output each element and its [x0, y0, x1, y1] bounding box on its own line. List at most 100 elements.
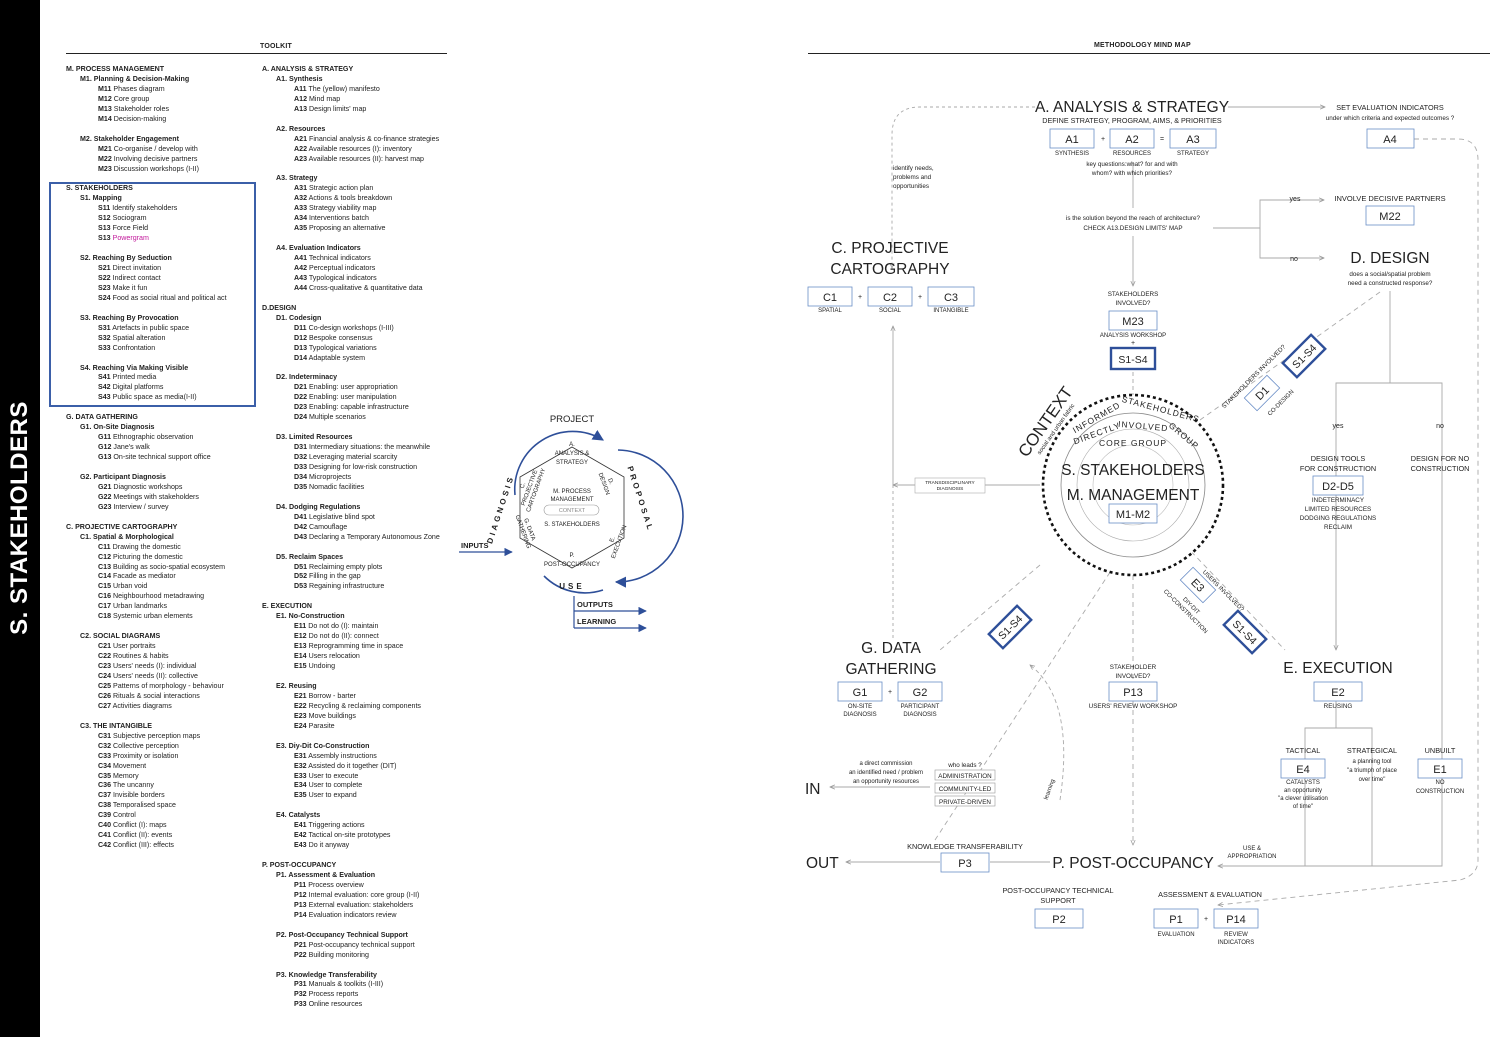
diagnosis-arc [513, 429, 604, 496]
toolkit-item: D21 Enabling: user appropriation [262, 383, 440, 393]
toolkit-item-code: C17 [98, 602, 112, 611]
box-a1[interactable] [1049, 128, 1095, 149]
toolkit-item-code: C42 [98, 841, 112, 850]
toolkit-subsection-heading: E2. Reusing [276, 681, 317, 690]
toolkit-item-code: E31 [294, 751, 307, 760]
toolkit-item-label: Triggering actions [308, 821, 365, 830]
toolkit-subsection-heading: P3. Knowledge Transferability [276, 970, 377, 979]
box-e2[interactable] [1313, 681, 1363, 702]
box-e3[interactable] [1179, 566, 1217, 604]
option-administration[interactable] [934, 769, 996, 781]
toolkit-item-label: Assisted do it together (DIT) [308, 761, 397, 770]
box-m23[interactable] [1108, 310, 1158, 331]
option-private[interactable] [934, 795, 996, 807]
box-a3-caption: STRATEGY [1177, 151, 1209, 157]
box-p1[interactable] [1153, 908, 1199, 929]
box-a1-caption: SYNTHESIS [1055, 151, 1089, 157]
toolkit-item-code: P33 [294, 1000, 307, 1009]
box-m22[interactable] [1365, 205, 1415, 226]
toolkit-item-code: G23 [98, 502, 112, 511]
toolkit-item-code: C35 [98, 771, 112, 780]
box-p3[interactable] [940, 852, 990, 873]
toolkit-item: C33 Proximity or isolation [66, 752, 227, 762]
project-hexagon [519, 446, 625, 569]
toolkit-item: C37 Invisible borders [66, 791, 227, 801]
box-g-s1s4[interactable] [987, 604, 1033, 650]
box-a2[interactable] [1109, 128, 1155, 149]
box-c1[interactable] [807, 286, 853, 307]
box-e3-s1s4[interactable] [1222, 609, 1268, 655]
box-m23-s1s4[interactable] [1109, 346, 1157, 371]
box-c2[interactable] [867, 286, 913, 307]
box-p13[interactable] [1108, 681, 1158, 702]
box-g1-caption-2: DIAGNOSIS [843, 712, 876, 718]
strategical-l2: "a triumph of place [1347, 768, 1397, 774]
box-p14-caption-1: REVIEW [1224, 932, 1248, 938]
toolkit-item-label: Facade as mediator [113, 572, 176, 581]
toolkit-item: E43 Do it anyway [262, 841, 440, 851]
toolkit-item: E31 Assembly instructions [262, 752, 440, 762]
box-a3[interactable] [1169, 128, 1217, 149]
toolkit-item: D52 Filling in the gap [262, 572, 440, 582]
toolkit-item-label: Rituals & social interactions [113, 691, 200, 700]
box-c3[interactable] [927, 286, 975, 307]
box-d1[interactable] [1243, 374, 1281, 412]
toolkit-subsection-heading: M1. Planning & Decision-Making [80, 74, 190, 83]
toolkit-item: D11 Co-design workshops (I-III) [262, 324, 440, 334]
box-a2-caption: RESOURCES [1113, 151, 1151, 157]
toolkit-item-code: E43 [294, 841, 307, 850]
toolkit-item-label: Strategic action plan [309, 184, 374, 193]
toolkit-item: P14 Evaluation indicators review [262, 911, 440, 921]
box-e1-label: E1 [1433, 764, 1446, 776]
toolkit-subsection-heading: C1. Spatial & Morphological [80, 532, 174, 541]
box-a4[interactable] [1366, 128, 1415, 149]
project-title: PROJECT [550, 414, 595, 425]
toolkit-item: C21 User portraits [66, 642, 227, 652]
node-a-title: A. ANALYSIS & STRATEGY [1035, 99, 1229, 116]
toolkit-item: M21 Co-organise / develop with [66, 145, 227, 155]
box-m1m2[interactable] [1108, 503, 1158, 524]
box-e1[interactable] [1417, 758, 1463, 779]
toolkit-subsection-heading: S1. Mapping [80, 194, 122, 203]
toolkit-item: A44 Cross-qualitative & quantitative dat… [262, 284, 440, 294]
learning-label: LEARNING [577, 617, 616, 626]
toolkit-item: C17 Urban landmarks [66, 602, 227, 612]
toolkit-item: C38 Temporalised space [66, 801, 227, 811]
box-m23-label: M23 [1122, 316, 1143, 328]
toolkit-item-label: Assembly instructions [308, 751, 377, 760]
toolkit-item-code: E41 [294, 821, 307, 830]
box-g2[interactable] [897, 681, 943, 702]
toolkit-item-code: S23 [98, 283, 111, 292]
center-stakeholders: S. STAKEHOLDERS [1061, 462, 1205, 479]
toolkit-item-code: S32 [98, 333, 111, 342]
toolkit-item-label: Technical indicators [308, 254, 371, 263]
toolkit-subsection-heading: S3. Reaching By Provocation [80, 313, 179, 322]
box-d1-s1s4[interactable] [1281, 333, 1327, 379]
option-community[interactable] [934, 782, 996, 794]
toolkit-item-label: Filling in the gap [309, 572, 361, 581]
toolkit-item: C11 Drawing the domestic [66, 543, 227, 553]
box-e2-caption: REUSING [1324, 703, 1353, 710]
toolkit-item-code: G11 [98, 433, 112, 442]
box-e4[interactable] [1280, 758, 1326, 779]
toolkit-item-label: Identify stakeholders [112, 204, 178, 213]
toolkit-item-code: E32 [294, 761, 307, 770]
toolkit-item: A42 Perceptual indicators [262, 264, 440, 274]
plus-a: + [1101, 136, 1105, 143]
toolkit-item: D22 Enabling: user manipulation [262, 393, 440, 403]
toolkit-item-code: E24 [294, 721, 307, 730]
use-label-1: USE & [1243, 846, 1261, 852]
toolkit-item-code: D34 [294, 472, 308, 481]
toolkit-item-code: C24 [98, 672, 112, 680]
unbuilt-l2: CONSTRUCTION [1416, 789, 1464, 795]
box-d2d5[interactable] [1312, 475, 1364, 496]
toolkit-item-label: Legislative blind spot [309, 512, 375, 521]
box-g1[interactable] [837, 681, 883, 702]
toolkit-item-code: C21 [98, 642, 112, 651]
node-p-title: P. POST-OCCUPANCY [1052, 855, 1213, 872]
trans-box [914, 477, 986, 494]
toolkit-subsection-heading: A2. Resources [276, 124, 326, 133]
box-p2[interactable] [1034, 908, 1084, 929]
box-p14[interactable] [1213, 908, 1259, 929]
